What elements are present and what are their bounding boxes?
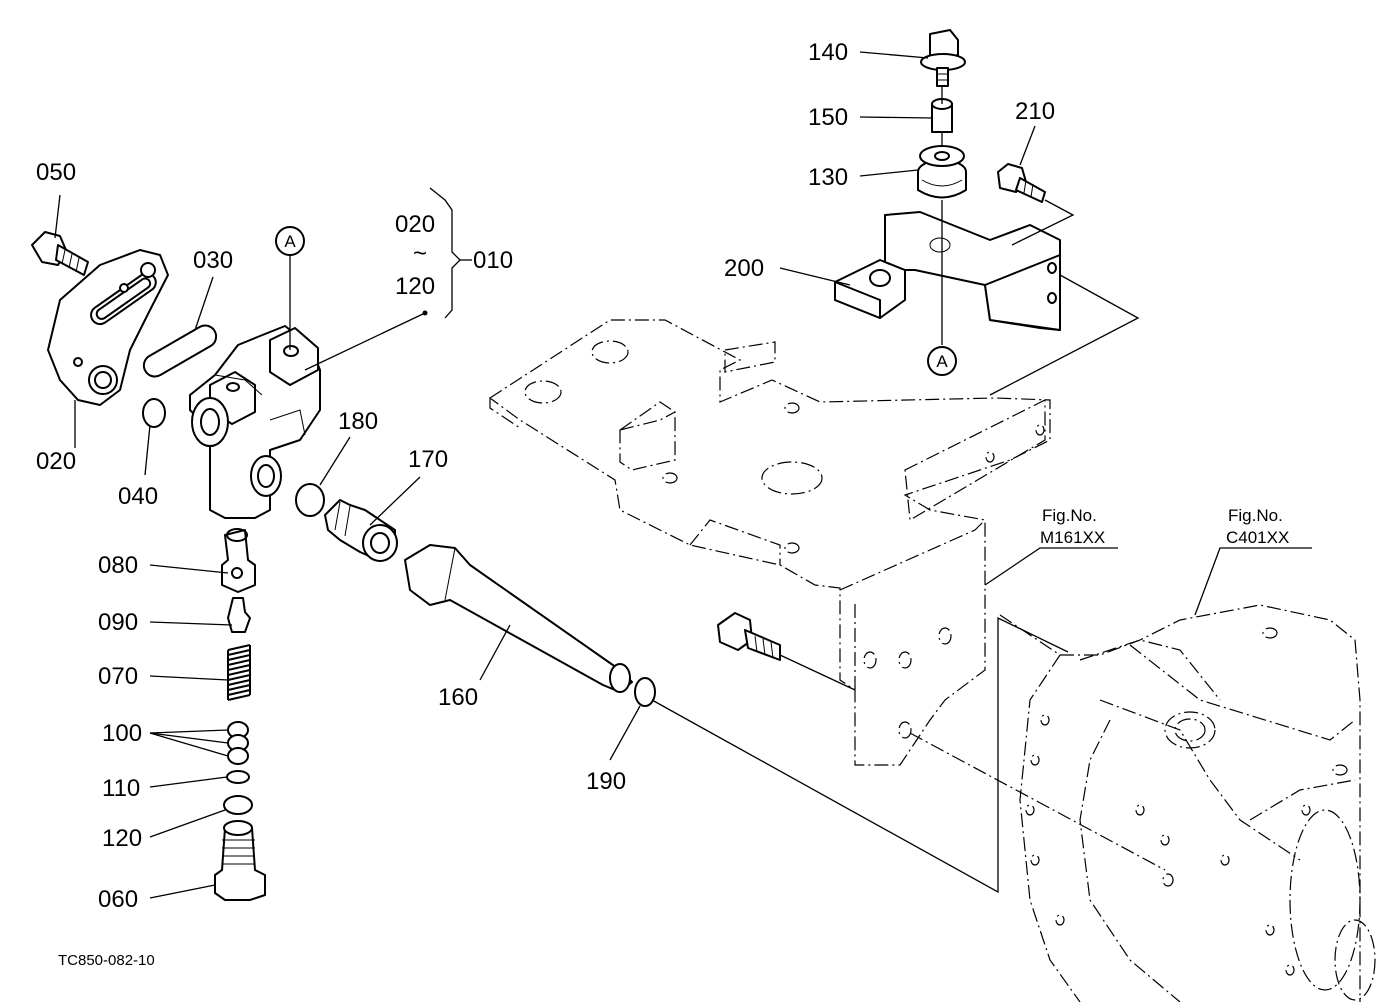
callout-a-bottom: A	[927, 346, 957, 376]
label-180: 180	[338, 408, 378, 435]
drawing-code: TC850-082-10	[58, 952, 155, 969]
callout-a-top: A	[275, 226, 305, 256]
gasket-plate	[47, 249, 169, 406]
fig-ref-c401xx: Fig.No. C401XX	[1226, 506, 1289, 547]
svg-text:Fig.No.: Fig.No.	[1042, 506, 1097, 525]
leader-lines	[54, 51, 1312, 899]
oring-190	[634, 677, 656, 707]
oring-180	[295, 483, 325, 517]
oring-120	[223, 795, 253, 815]
fitting-170	[324, 499, 398, 562]
part-labels: 050 030 020 ~ 120 010 020 040 180 170 08…	[36, 39, 1055, 913]
oring-040	[142, 398, 166, 428]
svg-text:A: A	[936, 352, 948, 371]
label-130: 130	[808, 164, 848, 191]
bolt-050	[31, 231, 89, 276]
shims-100	[227, 721, 249, 765]
valve-body	[189, 240, 321, 519]
pipe-160	[404, 544, 633, 693]
label-050: 050	[36, 159, 76, 186]
plug-060	[214, 820, 266, 901]
fig-ref-m161xx: Fig.No. M161XX	[1040, 506, 1105, 547]
label-150: 150	[808, 104, 848, 131]
label-120-range-end: 120	[395, 273, 435, 300]
svg-text:A: A	[284, 232, 296, 251]
label-010: 010	[473, 247, 513, 274]
label-160: 160	[438, 684, 478, 711]
label-020-range-start: 020	[395, 211, 435, 238]
label-210: 210	[1015, 98, 1055, 125]
label-060: 060	[98, 886, 138, 913]
label-040: 040	[118, 483, 158, 510]
label-090: 090	[98, 609, 138, 636]
svg-text:Fig.No.: Fig.No.	[1228, 506, 1283, 525]
spring-070	[227, 644, 251, 701]
label-190: 190	[586, 768, 626, 795]
oring-030	[142, 324, 218, 378]
transmission-housing	[999, 604, 1376, 1002]
bolt-140	[920, 29, 966, 87]
label-070: 070	[98, 663, 138, 690]
label-120: 120	[102, 825, 142, 852]
label-080: 080	[98, 552, 138, 579]
label-tilde: ~	[413, 240, 427, 267]
bracket-200	[834, 211, 1061, 331]
svg-text:C401XX: C401XX	[1226, 528, 1289, 547]
label-200: 200	[724, 255, 764, 282]
label-100: 100	[102, 720, 142, 747]
label-140: 140	[808, 39, 848, 66]
poppet-090	[227, 597, 251, 633]
cushion-130	[917, 145, 967, 199]
washer-110	[226, 770, 250, 784]
label-110: 110	[102, 775, 140, 802]
svg-text:M161XX: M161XX	[1040, 528, 1105, 547]
label-030: 030	[193, 247, 233, 274]
label-170: 170	[408, 446, 448, 473]
bolt-210	[997, 163, 1046, 203]
main-bracket-plate	[488, 319, 1051, 766]
bracket-bolt	[717, 612, 781, 661]
label-020: 020	[36, 448, 76, 475]
spool-080	[221, 528, 256, 593]
